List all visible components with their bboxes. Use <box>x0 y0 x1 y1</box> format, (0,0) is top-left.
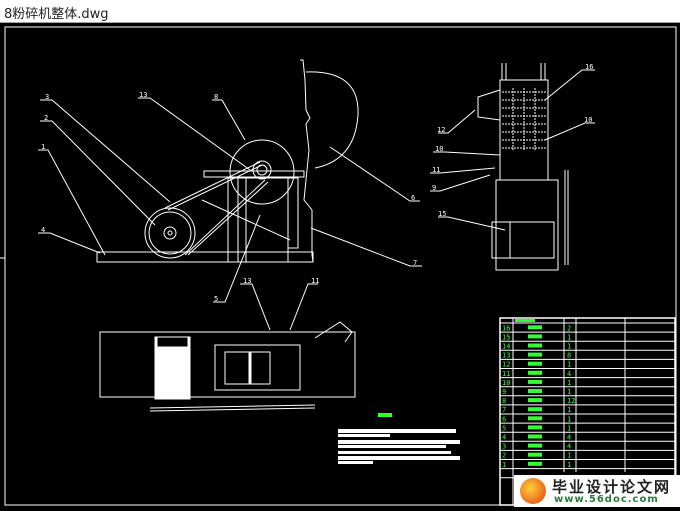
part-label: 4 <box>41 226 45 234</box>
leader-lines <box>38 69 595 331</box>
part-label: 16 <box>585 63 593 71</box>
part-label: 13 <box>139 91 147 99</box>
table-row-number: 2 <box>502 452 506 460</box>
table-quantity: 1 <box>567 388 571 396</box>
technical-notes <box>338 413 460 464</box>
table-quantity: 8 <box>567 352 571 360</box>
table-row-number: 5 <box>502 424 506 432</box>
table-row-number: 3 <box>502 443 506 451</box>
table-part-name <box>528 370 542 375</box>
table-quantity: 1 <box>567 424 571 432</box>
part-label: 2 <box>44 114 48 122</box>
front-view <box>96 59 359 263</box>
table-quantity: 1 <box>567 406 571 414</box>
part-label: 15 <box>438 210 446 218</box>
watermark-url: www.56doc.com <box>554 494 659 505</box>
part-label: 1 <box>41 143 45 151</box>
table-quantity: 1 <box>567 452 571 460</box>
top-view <box>99 321 356 412</box>
table-quantity: 1 <box>567 379 571 387</box>
table-quantity: 1 <box>567 415 571 423</box>
table-part-name <box>528 398 542 403</box>
table-row-number: 7 <box>502 406 506 414</box>
table-quantity: 12 <box>567 397 575 405</box>
table-quantity: 4 <box>567 434 571 442</box>
part-label: 6 <box>411 194 415 202</box>
table-part-name <box>528 461 542 466</box>
part-label: 10 <box>435 145 443 153</box>
part-label: 11 <box>432 166 440 174</box>
table-part-name <box>528 416 542 421</box>
table-quantity: 2 <box>567 324 571 332</box>
side-view <box>477 63 569 271</box>
table-row-number: 13 <box>502 352 510 360</box>
table-part-name <box>528 452 542 457</box>
table-quantity: 1 <box>567 343 571 351</box>
watermark-logo-icon <box>520 478 546 504</box>
table-part-name <box>528 334 542 339</box>
table-row-number: 16 <box>502 324 510 332</box>
part-label: 12 <box>437 126 445 134</box>
part-label: 9 <box>432 184 436 192</box>
table-part-name <box>528 407 542 412</box>
title-bar: 8粉碎机整体.dwg <box>0 0 680 23</box>
part-label: 8 <box>214 93 218 101</box>
part-label: 11 <box>311 277 319 285</box>
part-label: 13 <box>243 277 251 285</box>
table-row-number: 15 <box>502 333 510 341</box>
table-row-number: 9 <box>502 388 506 396</box>
part-label: 5 <box>214 295 218 303</box>
watermark-text: 毕业设计论文网 <box>552 478 672 496</box>
table-part-name <box>528 343 542 348</box>
table-quantity: 1 <box>567 361 571 369</box>
drawing-canvas[interactable]: 3 2 1 4 13 8 6 7 5 13 11 16 12 10 10 11 … <box>0 23 680 507</box>
table-row-number: 4 <box>502 434 506 442</box>
table-part-name <box>528 361 542 366</box>
table-quantity: 4 <box>567 443 571 451</box>
table-part-name <box>528 379 542 384</box>
table-part-name <box>528 325 542 330</box>
part-label: 10 <box>584 116 592 124</box>
table-quantity: 4 <box>567 370 571 378</box>
table-row-number: 6 <box>502 415 506 423</box>
table-part-name <box>528 434 542 439</box>
table-part-name <box>528 352 542 357</box>
table-part-name <box>528 425 542 430</box>
table-row-number: 12 <box>502 361 510 369</box>
table-part-name <box>528 389 542 393</box>
table-row-number: 10 <box>502 379 510 387</box>
part-label: 3 <box>45 93 49 101</box>
table-row-number: 8 <box>502 397 506 405</box>
table-row-number: 11 <box>502 370 510 378</box>
window-title: 8粉碎机整体.dwg <box>4 7 109 22</box>
table-part-name <box>528 443 542 448</box>
part-label: 7 <box>413 259 417 267</box>
watermark: 毕业设计论文网 www.56doc.com <box>514 475 680 507</box>
table-row-number: 1 <box>502 461 506 469</box>
drawing-border <box>4 26 677 506</box>
table-quantity: 1 <box>567 333 571 341</box>
table-quantity: 1 <box>567 461 571 469</box>
table-row-number: 14 <box>502 343 510 351</box>
